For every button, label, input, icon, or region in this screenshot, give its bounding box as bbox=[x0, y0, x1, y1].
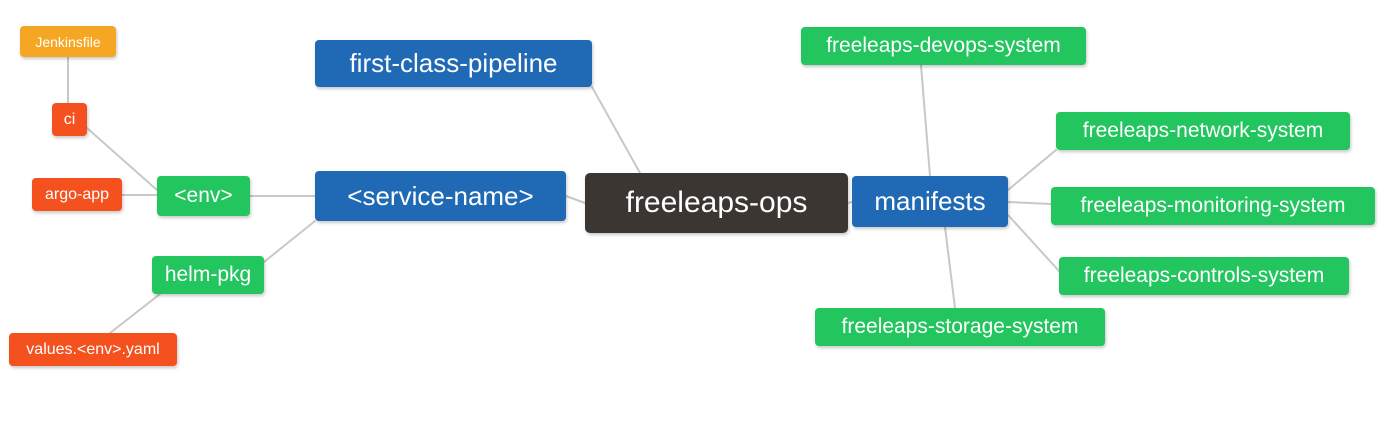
node-label: Jenkinsfile bbox=[35, 33, 101, 50]
node-label: ci bbox=[63, 110, 76, 128]
node-label: freeleaps-controls-system bbox=[1083, 264, 1325, 287]
node-freeleaps-controls-system[interactable]: freeleaps-controls-system bbox=[1059, 257, 1349, 295]
edge-freeleaps-ops-to-first-class-pipeline bbox=[591, 86, 641, 174]
node-service-name[interactable]: <service-name> bbox=[315, 171, 566, 221]
node-helm-pkg[interactable]: helm-pkg bbox=[152, 256, 264, 294]
node-freeleaps-network-system[interactable]: freeleaps-network-system bbox=[1056, 112, 1350, 150]
edge-service-name-to-helm-pkg bbox=[263, 220, 316, 263]
edge-manifests-to-freeleaps-monitoring-system bbox=[1007, 201, 1052, 205]
node-label: freeleaps-storage-system bbox=[841, 315, 1079, 338]
edge-manifests-to-freeleaps-devops-system bbox=[920, 64, 931, 177]
node-first-class-pipeline[interactable]: first-class-pipeline bbox=[315, 40, 592, 87]
node-freeleaps-storage-system[interactable]: freeleaps-storage-system bbox=[815, 308, 1105, 346]
node-jenkinsfile[interactable]: Jenkinsfile bbox=[20, 26, 116, 57]
node-label: values.<env>.yaml bbox=[26, 340, 160, 358]
node-label: first-class-pipeline bbox=[349, 48, 558, 78]
node-manifests[interactable]: manifests bbox=[852, 176, 1008, 227]
node-argo-app[interactable]: argo-app bbox=[32, 178, 122, 211]
node-label: freeleaps-network-system bbox=[1082, 119, 1324, 142]
edge-helm-pkg-to-values-env-yaml bbox=[109, 293, 161, 334]
node-freeleaps-ops[interactable]: freeleaps-ops bbox=[585, 173, 848, 233]
node-label: <env> bbox=[174, 184, 233, 207]
node-label: manifests bbox=[874, 186, 986, 216]
node-label: argo-app bbox=[44, 185, 110, 203]
node-label: helm-pkg bbox=[164, 263, 252, 286]
node-values-env-yaml[interactable]: values.<env>.yaml bbox=[9, 333, 177, 366]
node-label: freeleaps-ops bbox=[625, 186, 808, 219]
edge-freeleaps-ops-to-service-name bbox=[565, 195, 586, 204]
node-label: freeleaps-monitoring-system bbox=[1080, 194, 1346, 217]
edge-manifests-to-freeleaps-network-system bbox=[1007, 149, 1057, 191]
node-env[interactable]: <env> bbox=[157, 176, 250, 216]
node-label: <service-name> bbox=[347, 180, 534, 211]
node-freeleaps-devops-system[interactable]: freeleaps-devops-system bbox=[801, 27, 1086, 65]
edge-manifests-to-freeleaps-storage-system bbox=[944, 226, 956, 309]
node-ci[interactable]: ci bbox=[52, 103, 87, 136]
node-label: freeleaps-devops-system bbox=[826, 34, 1061, 57]
node-freeleaps-monitoring-system[interactable]: freeleaps-monitoring-system bbox=[1051, 187, 1375, 225]
